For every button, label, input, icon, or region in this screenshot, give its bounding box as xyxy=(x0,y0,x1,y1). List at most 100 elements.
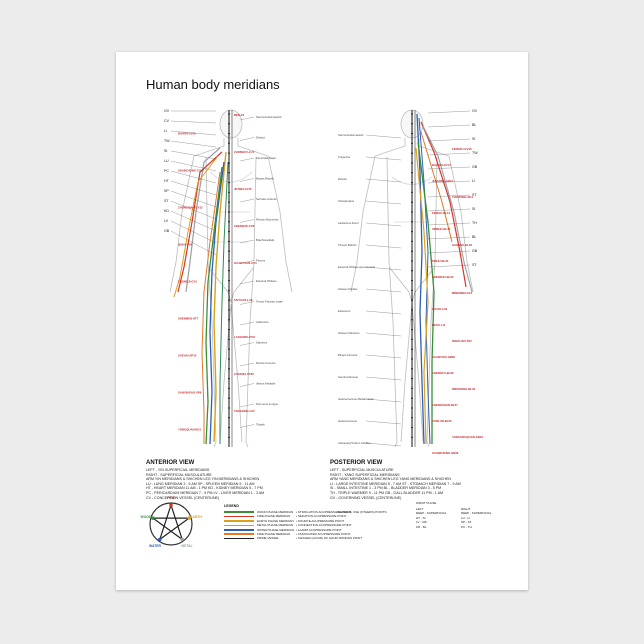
meridian-line xyxy=(422,125,473,293)
acupoint-label: MINGMEN-GV4 xyxy=(452,291,472,295)
muscle-label: Tensor Fasciae Latae xyxy=(256,300,283,304)
acupoint-label: CHENGSHAN-BL57 xyxy=(432,403,458,407)
legend-swatch xyxy=(224,533,254,535)
acupoint-label: DAZHUI-GV14 xyxy=(432,163,451,167)
meridian-line xyxy=(205,166,223,445)
anterior-view-heading: ANTERIOR VIEW xyxy=(146,460,195,466)
acupoint-dot xyxy=(411,113,413,115)
anterior-key-line: RIGHT - SUPERFICIAL MUSCULATURE xyxy=(146,472,212,477)
muscle-label: Adductors xyxy=(256,320,269,324)
acupoint-label: REN-24 xyxy=(234,113,244,117)
acupoint-label: JIANJING-GB21 xyxy=(432,179,454,183)
meridian-line xyxy=(177,151,223,293)
meridian-code-label: GB xyxy=(472,165,478,169)
pulse-right: PC - TH xyxy=(461,524,472,529)
muscle-label: Gastrocnemius Medial Head xyxy=(338,397,374,401)
legend-swatch xyxy=(224,511,254,513)
muscle-label: Semitendinosus xyxy=(338,375,359,379)
acupoint-dot xyxy=(411,260,413,262)
muscle-label: Pectoralis Major xyxy=(256,156,276,160)
acupoint-label: ZUSANLI-ST36 xyxy=(234,372,254,376)
meridian-line xyxy=(209,161,225,445)
point-type-item: • STIMULATION ACUPRESSURE POINT xyxy=(296,510,352,514)
acupoint-dot xyxy=(411,289,413,292)
acupoint-dot xyxy=(411,328,413,331)
acupoint-dot xyxy=(228,152,230,155)
acupoint-dot xyxy=(411,122,413,125)
acupoint-dot xyxy=(411,240,413,243)
acupoint-label: PISHU-BL20 xyxy=(432,259,449,263)
acupoint-label: WAIGUAN-TH5 xyxy=(452,339,472,343)
pulse-left: LV - GB xyxy=(416,520,427,525)
acupoint-label: YANGLINGQUAN-GB34 xyxy=(452,435,483,439)
element-node xyxy=(180,537,184,542)
acupoint-dot xyxy=(228,181,230,184)
page-title: Human body meridians xyxy=(146,77,280,92)
pulse-right: RIGHT xyxy=(461,507,471,511)
meridian-code-label: LI xyxy=(164,129,167,133)
acupoint-dot xyxy=(411,211,413,213)
pulse-left: DEEP - SUPERFICIAL xyxy=(416,511,447,516)
acupoint-dot xyxy=(228,436,230,439)
meridian-line xyxy=(420,131,453,243)
acupoint-dot xyxy=(411,250,413,253)
acupoint-dot xyxy=(411,309,413,311)
acupoint-label: CHENGFU-BL36 xyxy=(432,371,454,375)
meridian-code-label: TH xyxy=(472,221,477,225)
meridian-code-label: HT xyxy=(164,179,170,183)
element-label: EARTH xyxy=(190,515,202,519)
acupoint-dot xyxy=(411,426,413,429)
muscle-label: Vastus Medialis xyxy=(256,382,276,386)
posterior-key-line: LEFT - SUPERFICIAL MUSCULATURE xyxy=(330,468,394,472)
acupoint-dot xyxy=(411,397,413,400)
legend-label: FIRE PHASE MERIDIAN xyxy=(257,532,291,536)
acupoint-dot xyxy=(228,250,230,253)
element-label: METAL xyxy=(181,544,192,548)
acupoint-label: XUANZHONG-GB39 xyxy=(432,451,459,455)
legend-label: FIRE PHASE MERIDIAN xyxy=(257,514,291,519)
element-node xyxy=(151,516,155,520)
acupoint-dot xyxy=(411,162,413,164)
meridian-code-label: TW xyxy=(164,139,170,143)
muscle-label: Triceps Brachii xyxy=(338,243,357,247)
legend-heading: LEGEND xyxy=(224,504,239,508)
anterior-key-line: PC - PERICARDIUM MERIDIAN 7 - 9 PM LV - … xyxy=(146,491,265,495)
acupoint-dot xyxy=(228,201,230,204)
acupoint-dot xyxy=(228,142,230,145)
acupoint-dot xyxy=(228,289,230,292)
acupoint-dot xyxy=(228,416,230,419)
meridian-line xyxy=(173,155,219,298)
acupoint-dot xyxy=(411,407,413,409)
acupoint-dot xyxy=(228,162,230,164)
acupoint-dot xyxy=(228,318,230,321)
acupoint-dot xyxy=(411,220,413,223)
acupoint-dot xyxy=(411,142,413,145)
acupoint-dot xyxy=(411,299,413,302)
muscle-label: Biceps Brachii xyxy=(256,177,274,181)
acupoint-dot xyxy=(411,348,413,351)
legend-label: PRIME VESSEL xyxy=(257,536,280,541)
acupoint-label: GUANYUAN-CV4 xyxy=(234,261,257,265)
acupoint-label: HEGU-LI4 xyxy=(432,323,445,327)
legend-label: EARTH PHASE MERIDIAN xyxy=(257,518,294,523)
muscle-label: Extensors xyxy=(338,309,351,313)
muscle-label: Tibialis xyxy=(256,423,265,427)
acupoint-dot xyxy=(411,201,413,204)
acupoint-label: SHENMEN-HT7 xyxy=(178,317,199,321)
legend-label: METAL PHASE MERIDIAN xyxy=(257,523,294,528)
meridian-code-label: GV xyxy=(472,109,478,113)
acupoint-label: FEISHU-BL13 xyxy=(432,211,450,215)
legend-item: WATER PHASE MERIDIAN xyxy=(224,528,294,533)
acupoint-dot xyxy=(411,436,413,439)
meridian-line xyxy=(201,171,221,444)
acupoint-label: BAIHUI-GV20 xyxy=(178,132,196,136)
anterior-key-line: LEFT - YIN SUPERFICIAL MERIDIANS xyxy=(146,468,210,472)
acupoint-dot xyxy=(228,397,230,400)
muscle-label: Infraspinatus xyxy=(338,199,355,203)
element-label: WOOD xyxy=(141,515,152,519)
legend-item: FIRE PHASE MERIDIAN xyxy=(224,532,291,537)
acupoint-dot xyxy=(411,377,413,380)
acupoint-dot xyxy=(228,377,230,380)
meridian-code-label: TW xyxy=(472,151,478,155)
